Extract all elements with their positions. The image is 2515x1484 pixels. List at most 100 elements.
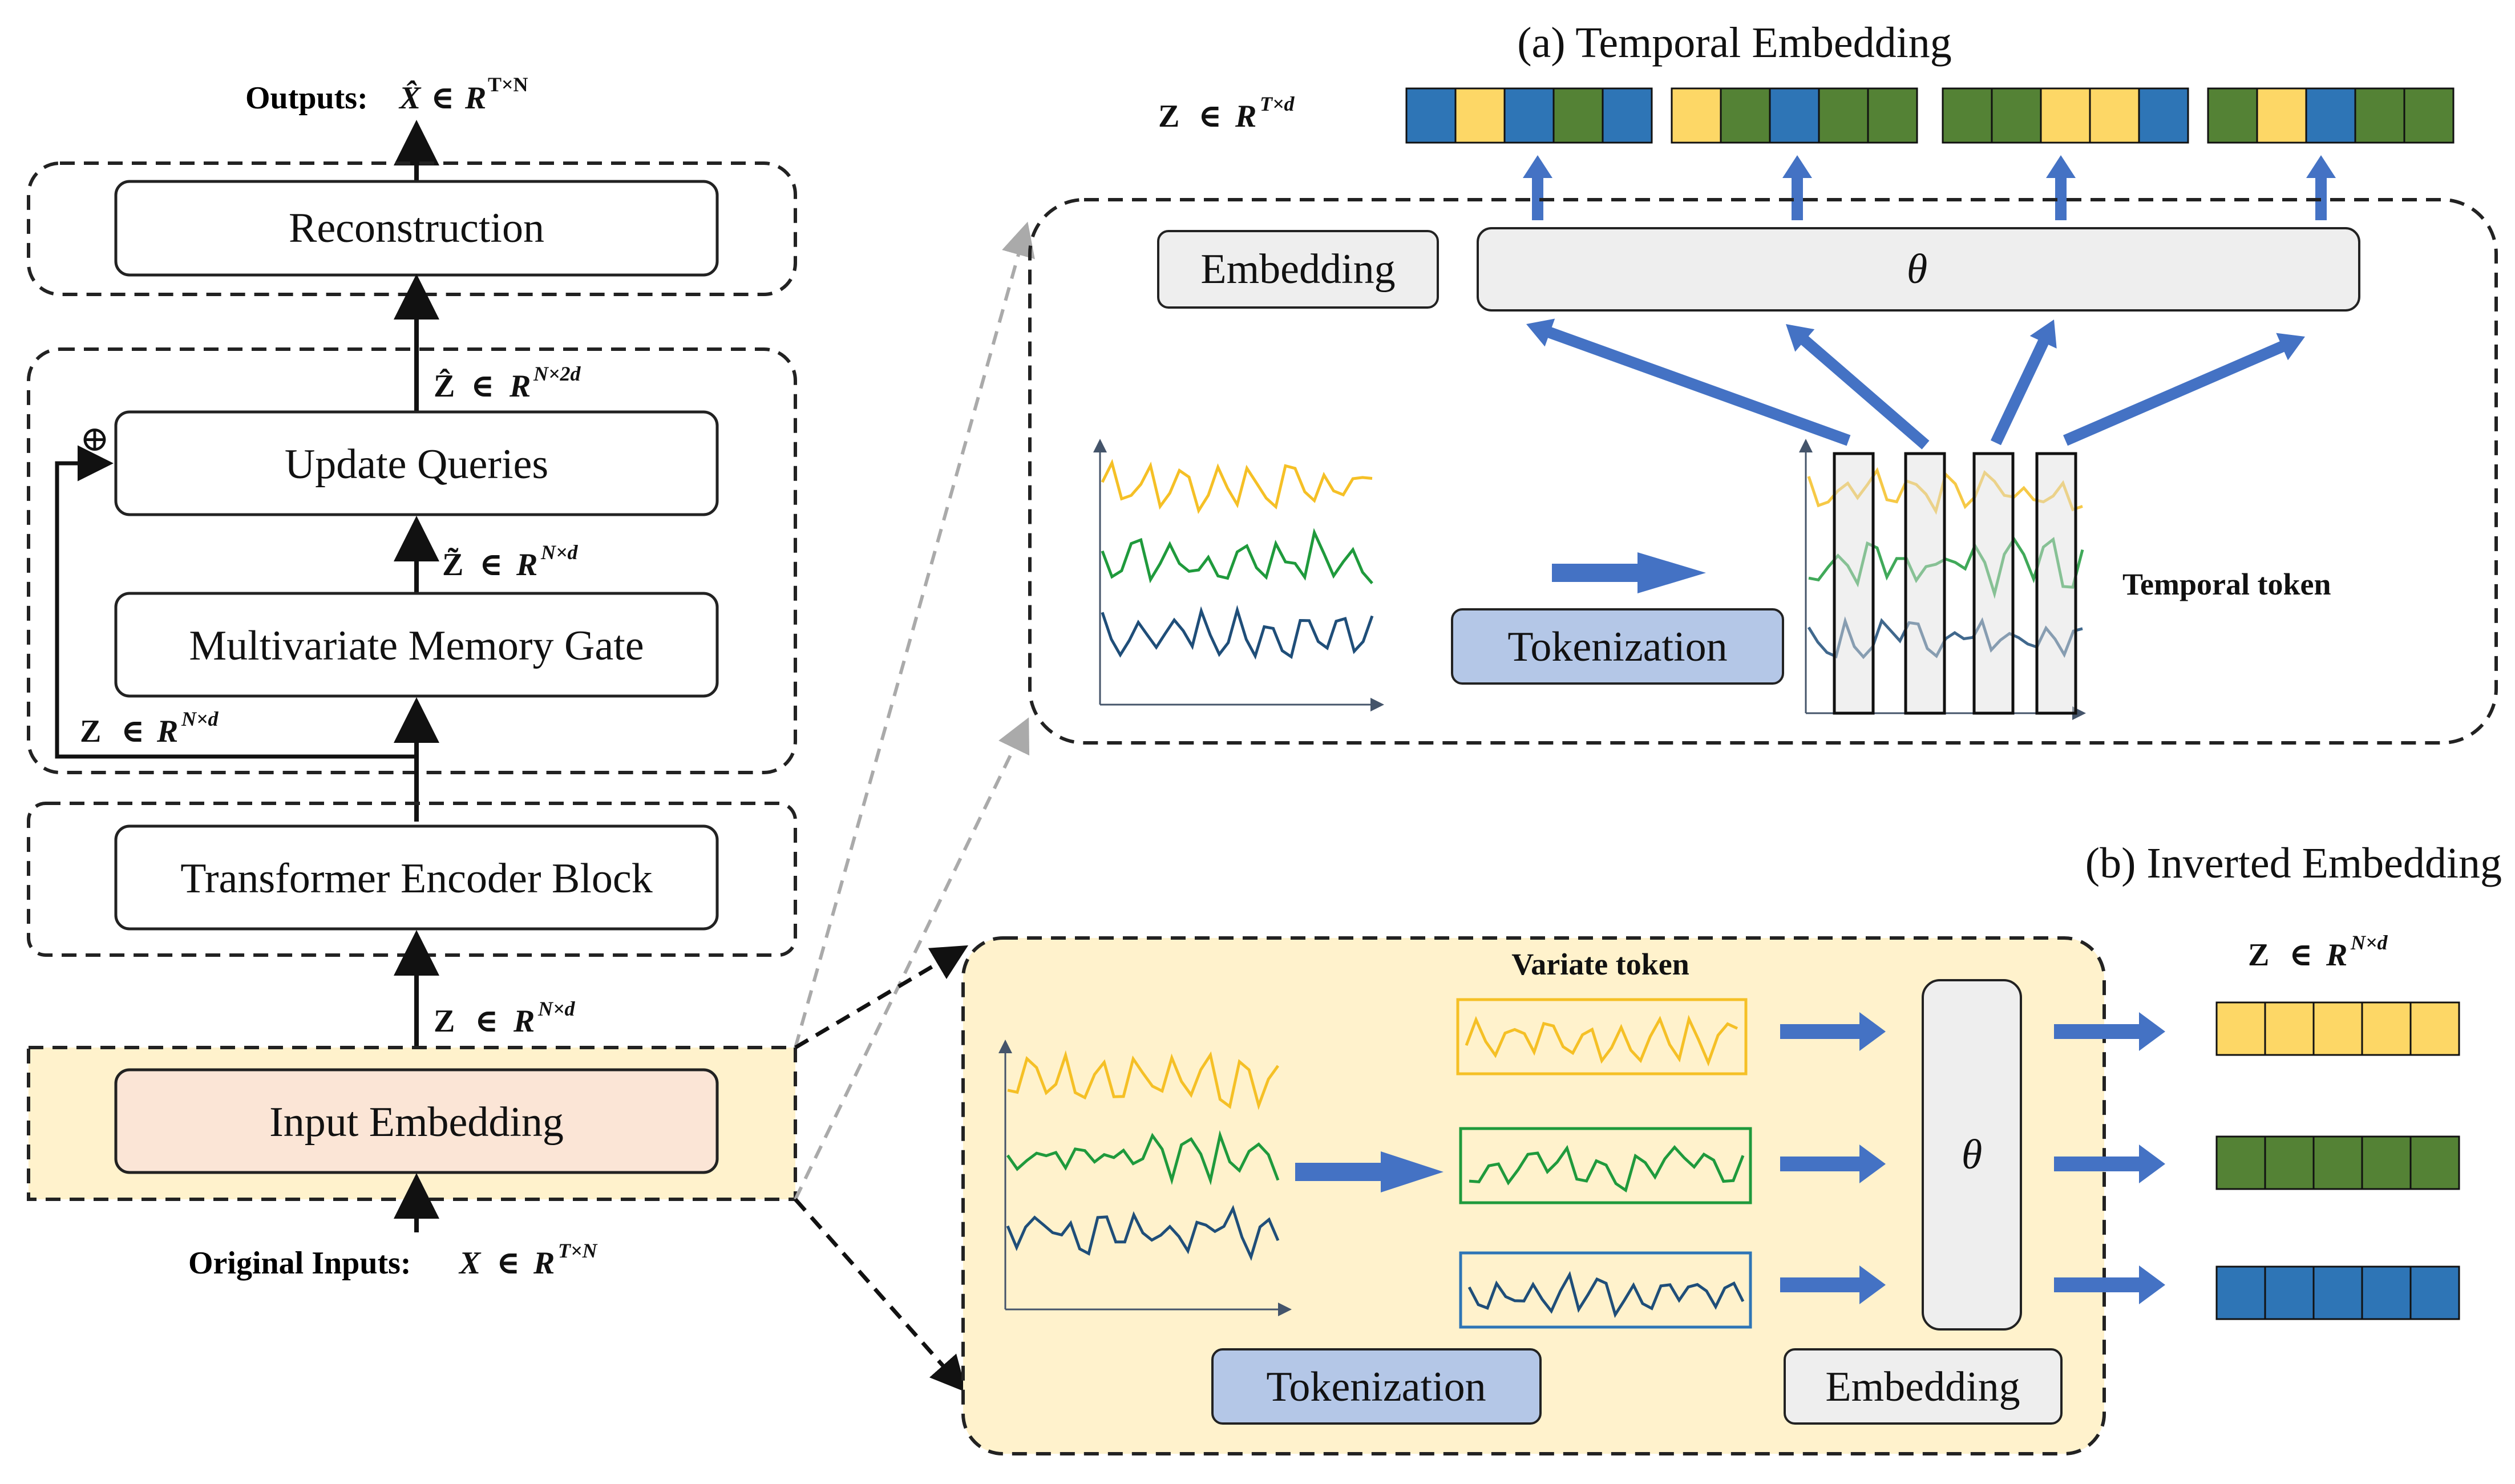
z-embed-dims: N×d — [537, 997, 576, 1020]
temporal-diagonal-arrows — [1526, 318, 2305, 450]
inverted-tokenization-box — [1211, 1348, 1542, 1425]
temporal-series-blue — [1101, 605, 1374, 660]
variate-token-box-blue — [1459, 1251, 1752, 1329]
temporal-token-cell — [2403, 87, 2455, 144]
inverted-theta-box — [1922, 979, 2022, 1331]
encoder-block-box — [114, 824, 719, 931]
inverted-token-cell — [2215, 1265, 2266, 1320]
temporal-token-cell — [1769, 87, 1820, 144]
inverted-embedding-box — [1784, 1348, 2063, 1425]
reconstruction-label: Reconstruction — [289, 205, 544, 252]
temporal-token-cell — [2040, 87, 2091, 144]
temporal-embedding-label: Embedding — [1200, 246, 1395, 293]
temporal-token-bars — [1833, 452, 2077, 715]
temporal-token-cell — [1720, 87, 1771, 144]
temporal-z-dims: T×d — [1260, 92, 1295, 115]
inverted-series-green — [1006, 1130, 1280, 1186]
inverted-token-cell — [2312, 1001, 2363, 1056]
inverted-token-cell — [2409, 1135, 2460, 1190]
temporal-theta-box — [1477, 227, 2360, 312]
inverted-token-cell — [2361, 1265, 2412, 1320]
inverted-token-cell — [2264, 1135, 2315, 1190]
temporal-token-cell — [2354, 87, 2405, 144]
temporal-up-arrow-shaft — [1532, 177, 1543, 220]
temporal-token-cell — [2138, 87, 2189, 144]
variate-token-series-yellow — [1465, 1014, 1738, 1067]
temporal-token-cell — [2305, 87, 2356, 144]
z-hat-var: Ẑ — [434, 368, 455, 404]
inverted-arrow-from-theta — [2054, 1145, 2165, 1183]
inverted-arrow-to-theta — [1780, 1265, 1886, 1304]
variate-token-box-green — [1459, 1127, 1752, 1204]
inverted-series-blue — [1006, 1204, 1280, 1261]
z-hat-in: ∈ — [471, 369, 494, 404]
temporal-up-arrow-head — [1782, 155, 1812, 178]
outputs-label: Outputs: — [245, 80, 368, 116]
temporal-diagonal-arrow — [1526, 318, 1851, 446]
temporal-token-cell — [1991, 87, 2042, 144]
temporal-z-space: R — [1235, 99, 1256, 134]
temporal-embedding-panel: (a) Temporal Embedding Z ∈ R T×d Embeddi… — [1028, 19, 2498, 745]
update-queries-box — [114, 410, 719, 516]
outputs-dims: T×N — [488, 73, 528, 96]
inverted-theta-label: θ — [1962, 1131, 1982, 1178]
z-loop-in: ∈ — [121, 714, 144, 749]
outputs-in: ∈ — [431, 80, 454, 116]
variate-token-box-yellow — [1456, 998, 1748, 1075]
z-tilde-dims: N×d — [540, 541, 579, 564]
z-loop-var: Z — [80, 714, 101, 749]
memory-gate-label: Multivariate Memory Gate — [189, 622, 644, 669]
inverted-title: (b) Inverted Embedding — [2085, 839, 2502, 887]
z-embed-var: Z — [434, 1004, 455, 1039]
temporal-diagonal-arrow — [2063, 333, 2305, 446]
input-embedding-label: Input Embedding — [269, 1099, 564, 1146]
temporal-diagonal-arrow — [1786, 324, 1930, 450]
inverted-arrow-from-theta — [2054, 1265, 2165, 1304]
temporal-token-bar — [2035, 452, 2077, 715]
connector-black-lower — [794, 1198, 967, 1393]
inverted-tokenize-arrow-shaft — [1295, 1163, 1381, 1181]
encoder-block-label: Transformer Encoder Block — [180, 855, 653, 902]
inverted-embedding-label: Embedding — [1825, 1364, 2020, 1410]
temporal-up-arrow-head — [1523, 155, 1552, 178]
temporal-tokenization-box — [1451, 608, 1784, 685]
connector-black-upper — [794, 945, 969, 1050]
inverted-arrow-to-theta — [1780, 1012, 1886, 1051]
z-tilde-in: ∈ — [479, 547, 503, 583]
temporal-up-arrow-head — [2306, 155, 2336, 178]
connector-gray-lower — [794, 717, 1030, 1200]
temporal-token-bar — [1972, 452, 2015, 715]
inverted-token-cell — [2264, 1265, 2315, 1320]
temporal-token-cell — [2089, 87, 2140, 144]
temporal-embedding-box — [1157, 230, 1439, 309]
variate-token-series-green — [1469, 1145, 1745, 1193]
inverted-token-cell — [2361, 1001, 2412, 1056]
temporal-token-cell — [1818, 87, 1869, 144]
inverted-z-space: R — [2326, 937, 2347, 973]
inputs-var: X — [458, 1246, 482, 1281]
temporal-tokenization-label: Tokenization — [1507, 624, 1727, 670]
temporal-up-arrow-shaft — [1792, 177, 1803, 220]
oplus-symbol: ⊕ — [80, 420, 110, 459]
input-embedding-box — [114, 1068, 719, 1174]
z-embed-in: ∈ — [475, 1004, 498, 1039]
skip-connection — [55, 445, 417, 759]
temporal-diagonal-arrow — [1991, 320, 2057, 446]
temporal-z-in: ∈ — [1198, 99, 1222, 134]
inverted-token-cell — [2215, 1135, 2266, 1190]
temporal-token-rows — [1405, 87, 2455, 144]
temporal-title: (a) Temporal Embedding — [1517, 19, 1951, 67]
inverted-token-cell — [2409, 1265, 2460, 1320]
memory-gate-box — [114, 592, 719, 698]
inverted-z-in: ∈ — [2289, 937, 2312, 973]
z-loop-space: R — [156, 714, 178, 749]
z-hat-dims: N×2d — [533, 362, 581, 385]
temporal-z-var: Z — [1158, 99, 1179, 134]
z-embed-space: R — [513, 1004, 535, 1039]
temporal-token-cell — [2207, 87, 2258, 144]
temporal-token-label: Temporal token — [2122, 567, 2331, 601]
outputs-space: R — [464, 80, 486, 116]
z-tilde-space: R — [516, 547, 537, 583]
temporal-tokenize-arrow-shaft — [1552, 564, 1637, 582]
temporal-token-cell — [1942, 87, 1993, 144]
